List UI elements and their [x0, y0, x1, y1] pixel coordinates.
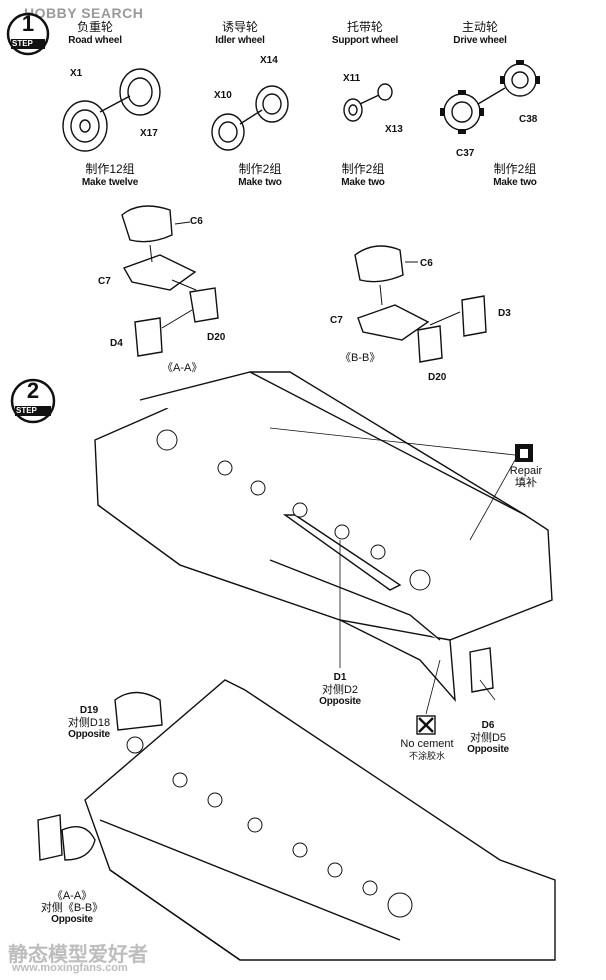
part-x14: X14: [260, 55, 278, 66]
road-wheel-title: 负重轮 Road wheel: [68, 20, 122, 46]
step-2-number: 2: [26, 378, 40, 403]
d19-callout: D19 对侧D18 Opposite: [67, 705, 111, 740]
d1-callout: D1 对侧D2 Opposite: [319, 672, 361, 707]
drive-wheel-count: 制作2组 Make two: [493, 162, 537, 188]
moxingfans-watermark-url: www.moxingfans.com: [12, 962, 128, 974]
repair-callout: Repair 填补: [509, 465, 543, 489]
drive-wheel-title: 主动轮 Drive wheel: [453, 20, 507, 46]
support-wheel-count: 制作2组 Make two: [341, 162, 385, 188]
aa-part-c7: C7: [98, 276, 111, 287]
part-x11: X11: [343, 73, 361, 84]
step-1-drawings: [62, 60, 540, 363]
idler-wheel-count: 制作2组 Make two: [238, 162, 282, 188]
part-x13: X13: [385, 124, 403, 135]
aa-opposite-callout: 《A-A》 对侧《B-B》 Opposite: [40, 890, 104, 925]
moxingfans-watermark-cn: 静态模型爱好者: [8, 944, 148, 966]
part-c38: C38: [519, 114, 538, 125]
bb-part-d3: D3: [498, 308, 511, 319]
step-1-label: STEP: [12, 39, 33, 48]
part-x17: X17: [140, 128, 158, 139]
hobby-search-watermark: HOBBY SEARCH: [24, 5, 144, 21]
part-c37: C37: [456, 148, 475, 159]
step-2-badge-graphic: [10, 378, 56, 424]
aa-title: 《A-A》: [162, 362, 203, 374]
part-x1: X1: [70, 68, 83, 79]
step-1-badge-graphic: [6, 12, 50, 56]
step-2-label: STEP: [16, 406, 37, 415]
idler-wheel-title: 诱导轮 Idler wheel: [215, 20, 265, 46]
step-1-number: 1: [21, 11, 35, 36]
d6-callout: D6 对侧D5 Opposite: [467, 720, 509, 755]
no-cement-callout: No cement 不涂胶水: [400, 738, 454, 761]
bb-part-d20: D20: [428, 372, 447, 383]
aa-part-d4: D4: [110, 338, 123, 349]
aa-part-d20: D20: [207, 332, 226, 343]
support-wheel-title: 托带轮 Support wheel: [331, 20, 399, 46]
bb-part-c7: C7: [330, 315, 343, 326]
part-x10: X10: [214, 90, 232, 101]
bb-part-c6: C6: [420, 258, 433, 269]
road-wheel-count: 制作12组 Make twelve: [81, 162, 139, 188]
aa-part-c6: C6: [190, 216, 203, 227]
step-2-badge: 2 STEP: [10, 378, 56, 424]
step-1-badge: 1 STEP: [6, 11, 50, 56]
bb-title: 《B-B》: [340, 352, 381, 364]
